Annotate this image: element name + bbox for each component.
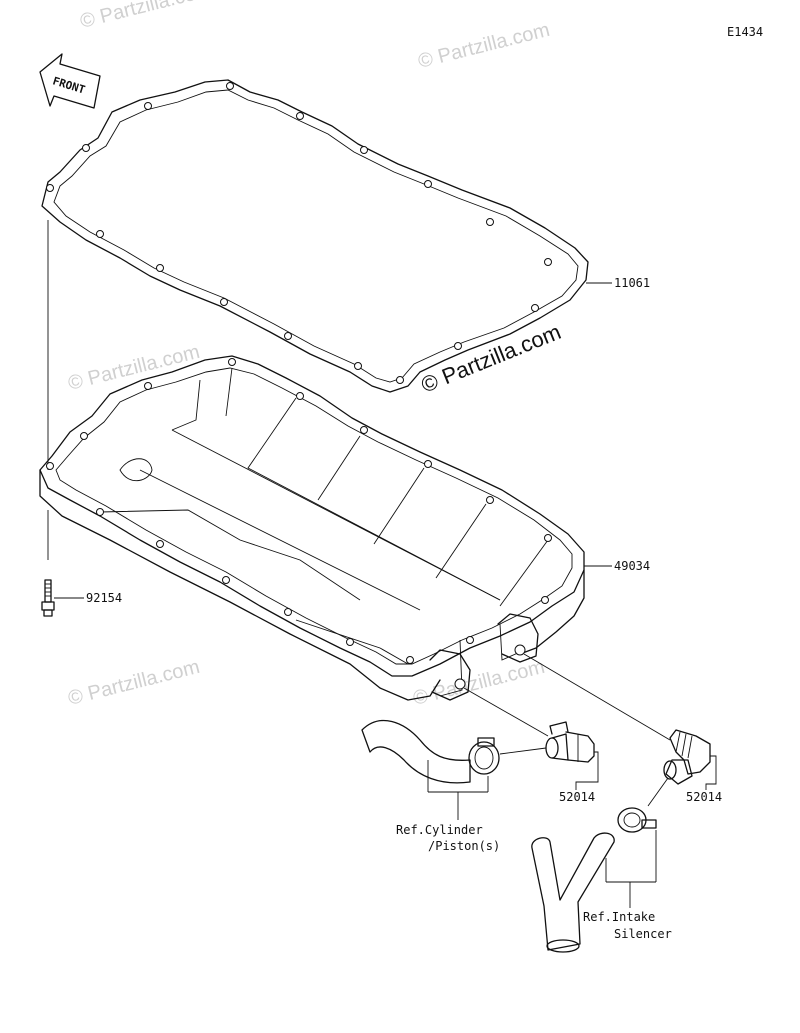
watermark: © Partzilla.com — [78, 0, 214, 33]
part-number-bolt: 92154 — [86, 591, 122, 605]
intake-y-pipe — [531, 832, 615, 951]
ref-intake-line2: Silencer — [614, 927, 672, 941]
oil-pan — [39, 355, 585, 701]
intake-hose-clamp — [617, 807, 657, 833]
partzilla-watermark: © Partzilla.com — [418, 319, 565, 398]
front-label: FRONT — [51, 74, 87, 96]
part-number-fitting-left: 52014 — [559, 790, 595, 804]
watermark: © Partzilla.com — [416, 19, 552, 73]
ref-intake-line1: Ref.Intake — [583, 910, 655, 924]
fitting-straight — [545, 721, 595, 763]
gasket — [41, 79, 589, 393]
front-arrow-icon: FRONT — [39, 53, 101, 109]
ref-intake-bracket — [605, 830, 657, 908]
ref-cylinder-line2: /Piston(s) — [428, 839, 500, 853]
watermark: © Partzilla.com — [66, 656, 202, 710]
bolt — [41, 579, 55, 617]
watermark: © Partzilla.com — [411, 656, 547, 710]
ref-cylinder-line1: Ref.Cylinder — [396, 823, 483, 837]
part-number-gasket: 11061 — [614, 276, 650, 290]
hose — [361, 719, 471, 784]
diagram-code: E1434 — [727, 25, 763, 39]
part-number-fitting-right: 52014 — [686, 790, 722, 804]
part-number-oil-pan: 49034 — [614, 559, 650, 573]
fitting-elbow — [663, 729, 711, 785]
ref-cylinder-bracket — [427, 760, 489, 820]
hose-clamp — [468, 737, 500, 775]
